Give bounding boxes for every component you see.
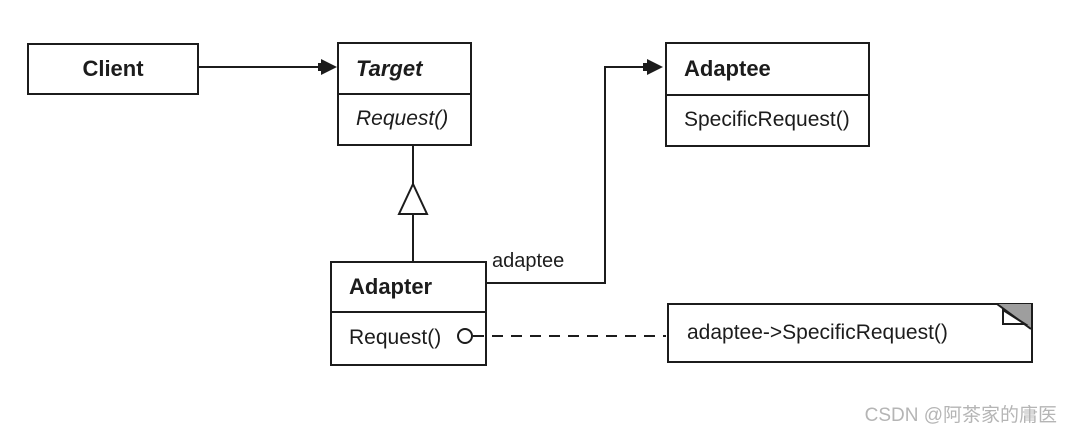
watermark-text: CSDN @阿茶家的庸医	[864, 405, 1057, 426]
client-target-association-arrow	[199, 59, 337, 75]
client-class-box: Client	[27, 43, 199, 95]
adaptee-method-specificrequest: SpecificRequest()	[684, 107, 850, 131]
adapter-class-name: Adapter	[332, 263, 485, 313]
adapter-class-box: Adapter Request()	[330, 261, 487, 366]
note-box: adaptee->SpecificRequest()	[667, 303, 1033, 363]
client-class-name: Client	[82, 56, 144, 81]
adaptee-class-name: Adaptee	[667, 44, 868, 96]
adaptee-role-label: adaptee	[492, 250, 565, 272]
target-class-name: Target	[339, 44, 470, 95]
target-method-request: Request()	[356, 106, 449, 130]
note-link-dashed-line	[457, 328, 666, 344]
target-class-box: Target Request()	[337, 42, 472, 146]
generalization-arrow	[397, 146, 429, 261]
note-text: adaptee->SpecificRequest()	[687, 321, 948, 344]
adapter-method-request: Request()	[349, 325, 442, 349]
adaptee-class-box: Adaptee SpecificRequest()	[665, 42, 870, 147]
